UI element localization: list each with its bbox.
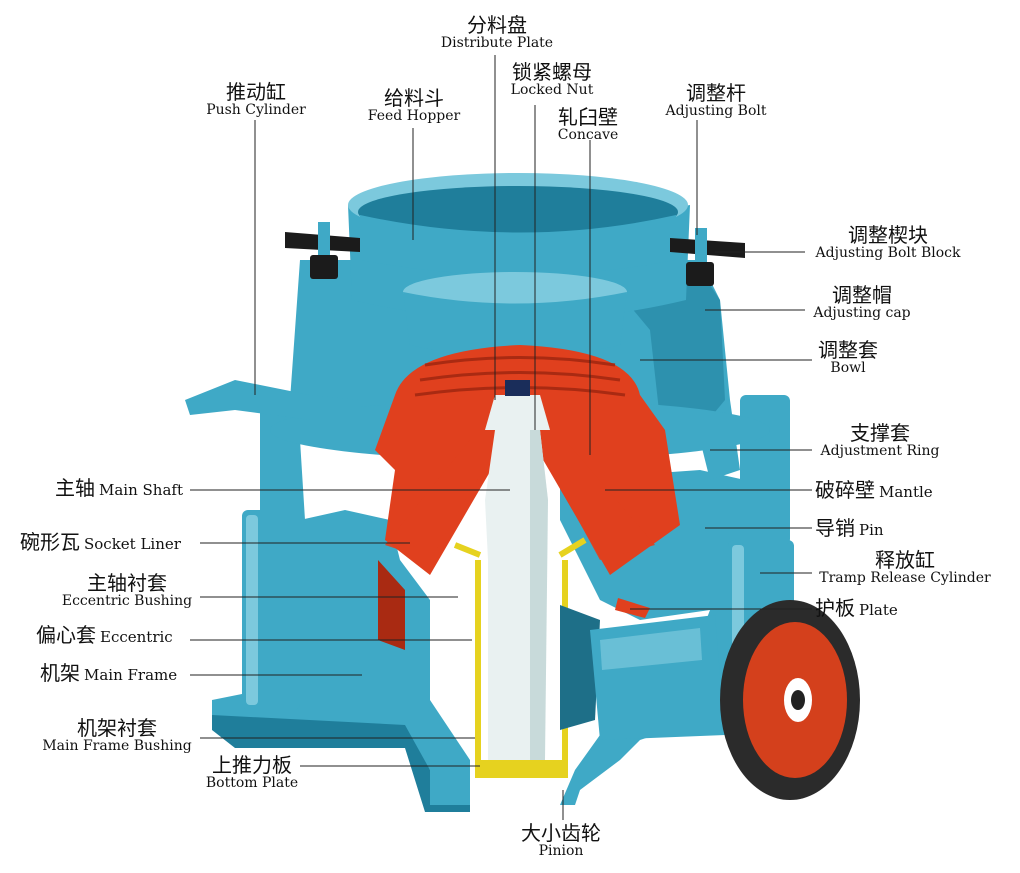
label-tramp-release-cylinder-zh: 释放缸	[874, 548, 935, 572]
locked-nut	[485, 395, 550, 430]
label-bowl: 调整套 Bowl	[818, 340, 878, 375]
hopper-inner-wall	[360, 215, 676, 275]
label-distribute-plate-en: Distribute Plate	[440, 35, 554, 51]
label-main-frame: 机架 Main Frame	[40, 663, 177, 683]
label-adjusting-bolt-en: Adjusting Bolt	[665, 103, 767, 119]
label-plate-en: Plate	[859, 601, 898, 619]
main-frame-foot	[212, 715, 470, 812]
label-push-cylinder-zh: 推动缸	[226, 80, 286, 104]
label-pin-en: Pin	[859, 521, 884, 539]
label-adjusting-bolt: 调整杆 Adjusting Bolt	[666, 83, 767, 118]
label-adjustment-ring-zh: 支撑套	[849, 421, 910, 445]
label-concave-zh: 轧臼壁	[557, 105, 618, 129]
label-distribute-plate-zh: 分料盘	[467, 13, 527, 37]
label-bowl-en: Bowl	[830, 360, 866, 376]
label-bottom-plate-zh: 上推力板	[212, 753, 292, 777]
label-pinion: 大小齿轮 Pinion	[521, 823, 601, 858]
adjusting-cap-left	[310, 255, 338, 279]
hopper-throat	[403, 292, 627, 358]
label-adjusting-bolt-block: 调整楔块 Adjusting Bolt Block	[816, 225, 961, 260]
label-adjusting-cap: 调整帽 Adjusting cap	[813, 285, 910, 320]
label-concave: 轧臼壁 Concave	[558, 107, 619, 142]
label-main-shaft: 主轴 Main Shaft	[55, 478, 183, 498]
label-locked-nut-zh: 锁紧螺母	[511, 60, 592, 84]
main-shaft-shade	[530, 430, 548, 760]
label-bottom-plate-en: Bottom Plate	[205, 775, 299, 791]
distribute-plate	[505, 380, 530, 396]
concave-side-left	[378, 560, 405, 650]
label-eccentric-zh: 偏心套	[36, 623, 96, 647]
label-mantle-en: Mantle	[879, 483, 933, 501]
adjusting-cap-right	[686, 262, 714, 286]
label-bowl-zh: 调整套	[818, 338, 878, 362]
label-socket-liner-en: Socket Liner	[84, 535, 181, 553]
leader-lines	[190, 55, 812, 820]
label-push-cylinder: 推动缸 Push Cylinder	[206, 82, 306, 117]
left-cylinder-highlight	[246, 515, 258, 705]
label-main-frame-bushing: 机架衬套 Main Frame Bushing	[42, 718, 191, 753]
label-adjusting-cap-en: Adjusting cap	[813, 305, 911, 321]
label-push-cylinder-en: Push Cylinder	[206, 102, 306, 118]
label-eccentric-en: Eccentric	[100, 628, 173, 646]
mantle-cone	[385, 440, 655, 560]
pinion-shaft-highlight	[600, 628, 702, 670]
label-locked-nut: 锁紧螺母 Locked Nut	[511, 62, 594, 97]
bowl-housing-shadow	[600, 270, 725, 430]
label-feed-hopper-zh: 给料斗	[383, 86, 444, 110]
label-main-frame-zh: 机架	[40, 661, 80, 685]
label-eccentric-bushing: 主轴衬套 Eccentric Bushing	[62, 573, 192, 608]
label-socket-liner-zh: 碗形瓦	[20, 530, 80, 554]
adjusting-bolt-block-right	[670, 238, 745, 258]
label-eccentric: 偏心套 Eccentric	[36, 625, 173, 645]
protection-plate	[615, 598, 650, 618]
label-pinion-en: Pinion	[538, 843, 584, 859]
label-main-frame-bushing-en: Main Frame Bushing	[42, 738, 192, 754]
label-feed-hopper-en: Feed Hopper	[367, 108, 461, 124]
label-concave-en: Concave	[557, 127, 619, 143]
label-adjustment-ring-en: Adjustment Ring	[820, 443, 940, 459]
feed-hopper-inner	[358, 186, 678, 238]
pinion-gear	[560, 605, 600, 730]
label-mantle-zh: 破碎壁	[815, 478, 875, 502]
socket-liner	[453, 537, 587, 558]
label-adjusting-bolt-zh: 调整杆	[686, 81, 746, 105]
right-cylinder-top	[740, 395, 790, 545]
label-feed-hopper: 给料斗 Feed Hopper	[368, 88, 460, 123]
label-adjusting-bolt-block-en: Adjusting Bolt Block	[815, 245, 961, 261]
label-plate: 护板 Plate	[815, 598, 898, 618]
label-socket-liner: 碗形瓦 Socket Liner	[20, 532, 181, 552]
label-main-frame-en: Main Frame	[84, 666, 178, 684]
label-pinion-zh: 大小齿轮	[521, 821, 601, 845]
label-adjusting-bolt-block-zh: 调整楔块	[848, 223, 928, 247]
label-pin: 导销 Pin	[815, 518, 884, 538]
label-bottom-plate: 上推力板 Bottom Plate	[206, 755, 298, 790]
label-plate-zh: 护板	[815, 596, 855, 620]
label-main-shaft-en: Main Shaft	[99, 481, 183, 499]
push-cylinder-arm	[185, 380, 360, 420]
label-eccentric-bushing-en: Eccentric Bushing	[61, 593, 193, 609]
label-pin-zh: 导销	[815, 516, 855, 540]
label-adjusting-cap-zh: 调整帽	[831, 283, 892, 307]
bottom-plate	[478, 760, 565, 775]
pulley-center-dot	[791, 690, 805, 710]
label-main-shaft-zh: 主轴	[55, 476, 95, 500]
label-tramp-release-cylinder-en: Tramp Release Cylinder	[819, 570, 991, 586]
label-mantle: 破碎壁 Mantle	[815, 480, 933, 500]
label-adjustment-ring: 支撑套 Adjustment Ring	[821, 423, 940, 458]
label-distribute-plate: 分料盘 Distribute Plate	[441, 15, 553, 50]
label-locked-nut-en: Locked Nut	[510, 82, 594, 98]
label-eccentric-bushing-zh: 主轴衬套	[86, 571, 167, 595]
label-main-frame-bushing-zh: 机架衬套	[76, 716, 157, 740]
label-tramp-release-cylinder: 释放缸 Tramp Release Cylinder	[819, 550, 990, 585]
